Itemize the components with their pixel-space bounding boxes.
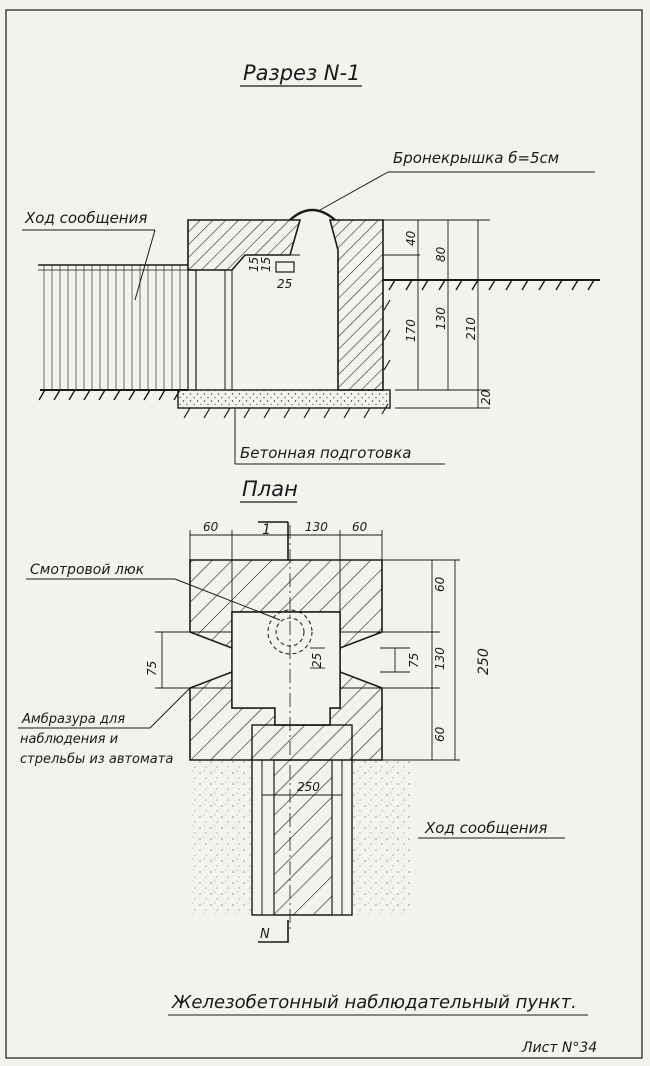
embrasure-label-line-2: наблюдения и	[20, 732, 118, 747]
trench-section	[38, 265, 188, 390]
embrasure-label-line-3: стрельбы из автомата	[20, 752, 173, 767]
left-wall-low	[187, 269, 197, 391]
embrasure-leader	[149, 687, 191, 729]
dim-25: 25	[277, 277, 292, 291]
trench-plan-label: Ход сообщения	[424, 819, 547, 837]
north-label: N	[260, 927, 270, 942]
dim-40: 40	[404, 230, 418, 246]
section-dimensions	[275, 219, 490, 409]
plan-title: План	[242, 477, 298, 501]
dim-80: 80	[434, 246, 448, 262]
dim-left-75: 75	[145, 661, 159, 676]
dim-130: 130	[434, 307, 448, 330]
embrasure-label-line-1: Амбразура для	[21, 712, 125, 727]
dim-right-130: 130	[433, 647, 447, 670]
armor-cover-leader	[319, 171, 389, 211]
sheet-border	[5, 9, 643, 1059]
hatch-circle	[267, 609, 313, 655]
concrete-base-label: Бетонная подготовка	[240, 444, 411, 462]
section-view: Разрез N-1 Бронекрышка б=5см Ход сообщен…	[22, 61, 600, 465]
trench-plan-floor	[273, 759, 333, 916]
dim-top-left: 60	[203, 520, 219, 534]
sheet-number: Лист N°34	[521, 1040, 597, 1056]
dim-right-60a: 60	[433, 576, 447, 592]
section-title: Разрез N-1	[243, 61, 360, 85]
section-mark-label: 1	[262, 522, 271, 538]
armor-cover-label: Бронекрышка б=5см	[393, 149, 559, 167]
ground-plan-left	[190, 760, 252, 915]
dim-bottom-250: 250	[297, 780, 320, 794]
ground-left-hatch	[38, 389, 181, 401]
dim-210: 210	[464, 317, 478, 340]
concrete-base	[177, 389, 391, 409]
embrasure-label: Амбразура для наблюдения и стрельбы из а…	[20, 712, 173, 767]
inspection-hatch-leader	[174, 578, 281, 621]
drawing-caption: Железобетонный наблюдательный пункт.	[171, 992, 577, 1013]
dim-20: 20	[479, 389, 493, 405]
right-wall	[328, 219, 384, 391]
embrasure-section-mark	[275, 261, 295, 273]
section-mark	[258, 521, 289, 560]
dim-inner-25: 25	[310, 653, 324, 668]
dim-top-mid: 130	[305, 520, 328, 534]
dim-170: 170	[404, 319, 418, 342]
dim-15a: 15	[247, 257, 261, 272]
trench-section-leader	[134, 229, 156, 301]
dim-top-right: 60	[352, 520, 368, 534]
trench-section-label: Ход сообщения	[24, 209, 147, 227]
inspection-hatch-label: Смотровой люк	[30, 562, 145, 578]
ground-bottom-hatch	[183, 299, 391, 419]
dim-inner-75: 75	[407, 653, 421, 668]
north-mark	[258, 920, 289, 943]
plan-view: План 1 N	[18, 477, 565, 943]
dim-right-250: 250	[476, 648, 492, 675]
plan-dimensions	[155, 530, 460, 796]
dim-right-60b: 60	[433, 726, 447, 742]
dim-15b: 15	[259, 257, 273, 272]
ground-plan-right	[352, 760, 410, 915]
ground-right-hatch	[388, 279, 595, 291]
